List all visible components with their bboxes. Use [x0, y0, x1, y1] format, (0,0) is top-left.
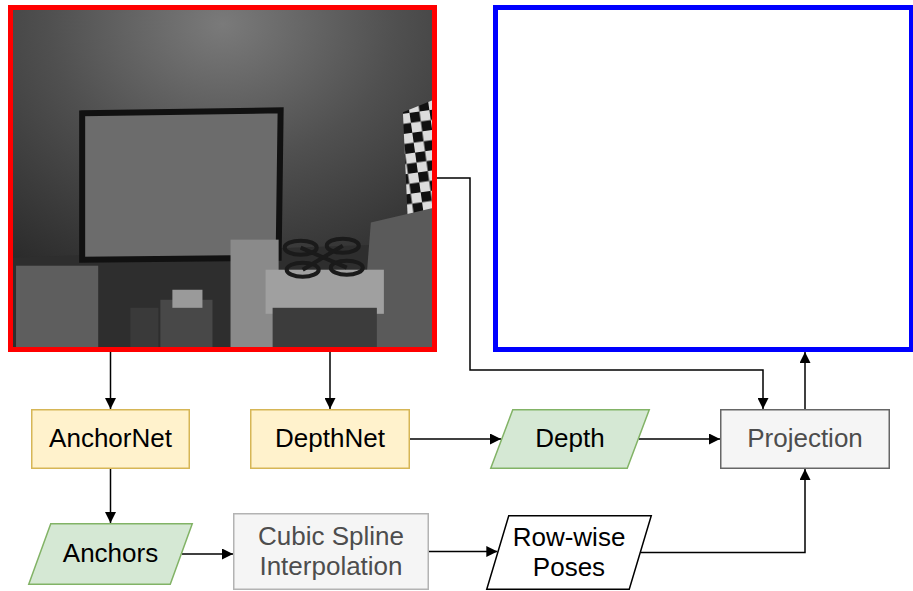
input-frame-border	[11, 8, 435, 350]
parallelogram-shape	[487, 516, 652, 590]
flow-arrow	[639, 438, 720, 440]
node-text: Anchors	[63, 539, 158, 569]
flow-arrow	[429, 551, 497, 553]
node-text: Row-wise Poses	[505, 523, 633, 583]
input-frame-photo	[10, 7, 435, 350]
box-shape	[234, 514, 429, 590]
parallelogram-shape	[491, 410, 650, 469]
node-text: AnchorNet	[49, 424, 172, 454]
node-label: Row-wise Poses	[486, 515, 652, 590]
node-label: DepthNet	[250, 409, 410, 469]
node-text: DepthNet	[275, 424, 385, 454]
flow-arrow	[110, 469, 112, 523]
node-label: Cubic Spline Interpolation	[233, 513, 429, 590]
node-text: Cubic Spline Interpolation	[241, 522, 421, 582]
flow-arrow	[182, 553, 233, 555]
network-box: DepthNet	[250, 409, 410, 469]
box-shape	[251, 410, 410, 469]
node-text: Depth	[535, 424, 604, 454]
output-frame-photo	[495, 7, 913, 350]
data-parallelogram: Row-wise Poses	[486, 515, 652, 590]
node-label: Depth	[490, 409, 650, 469]
projection-to-output-arrow	[804, 352, 806, 409]
flow-arrow	[641, 469, 805, 553]
process-box: Cubic Spline Interpolation	[233, 513, 429, 590]
box-shape	[721, 410, 890, 469]
image-to-anchornet-arrow	[110, 352, 112, 409]
image-to-projection-arrow	[437, 178, 763, 409]
network-box: AnchorNet	[31, 409, 190, 469]
parallelogram-shape	[29, 524, 193, 585]
image-wires	[111, 178, 806, 409]
data-parallelogram: Anchors	[28, 523, 193, 585]
data-parallelogram: Depth	[490, 409, 650, 469]
process-box: Projection	[720, 409, 890, 469]
output-frame-border	[496, 8, 912, 350]
node-label: Anchors	[28, 523, 193, 585]
node-label: Projection	[720, 409, 890, 469]
flow-arrow	[410, 438, 501, 440]
box-shape	[32, 410, 190, 469]
node-text: Projection	[747, 424, 863, 454]
node-label: AnchorNet	[31, 409, 190, 469]
image-to-depthnet-arrow	[329, 352, 331, 409]
